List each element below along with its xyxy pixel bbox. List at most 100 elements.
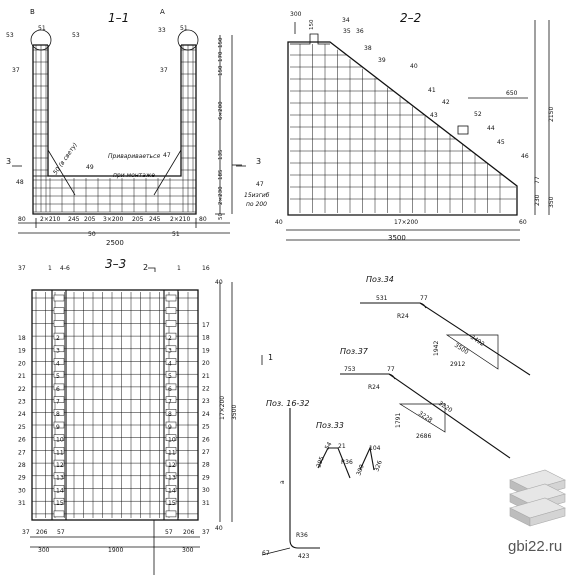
right-label-20: 20 [202, 360, 210, 367]
dim-40-22: 40 [275, 219, 283, 226]
inner-label-left-6: 6 [56, 386, 60, 393]
pos33-104: 104 [369, 445, 381, 452]
section-title-2-2: 2–2 [400, 11, 421, 25]
pos34-r24: R24 [397, 313, 409, 320]
inner-label-right-7: 7 [168, 399, 172, 406]
inner-label-right-15: 15 [168, 500, 176, 507]
right-label-28: 28 [202, 462, 210, 469]
left-label-24: 24 [18, 411, 26, 418]
pos33-title: Поз.33 [316, 421, 344, 430]
dim-b-205a: 205 [84, 216, 96, 223]
pos34-77: 77 [420, 295, 428, 302]
inner-label-right-13: 13 [168, 475, 176, 482]
note-weld-1: Привариваеться [108, 153, 160, 160]
label-37a: 37 [12, 67, 20, 74]
dim-b-2x210b: 2×210 [170, 216, 190, 223]
right-label-22: 22 [202, 386, 210, 393]
section-2-2 [232, 20, 550, 241]
label-37b: 37 [160, 67, 168, 74]
inner-label-left-10: 10 [56, 437, 64, 444]
inner-label-left-13: 13 [56, 475, 64, 482]
dim-b-2x210a: 2×210 [40, 216, 60, 223]
section-1-1 [12, 29, 246, 234]
pos37-title: Поз.37 [340, 347, 369, 356]
inner-label-left-9: 9 [56, 424, 60, 431]
label-35: 35 [343, 28, 351, 35]
pos37-1791: 1791 [395, 413, 402, 428]
dim-r-6x200: 6×200 [218, 101, 224, 120]
left-label-18: 18 [18, 335, 26, 342]
dim-b-51: 51 [172, 231, 180, 238]
dim-77: 77 [534, 176, 541, 184]
right-label-21: 21 [202, 373, 210, 380]
pos16-32-r36: R36 [296, 532, 308, 539]
label-53a: 53 [6, 32, 14, 39]
dim-17x200-33: 17×200 [219, 396, 226, 420]
dim-37b-33: 37 [202, 529, 210, 536]
label-38: 38 [364, 45, 372, 52]
right-label-30: 30 [202, 487, 210, 494]
inner-label-right-9: 9 [168, 424, 172, 431]
dim-57a-33: 57 [57, 529, 65, 536]
label-43: 43 [430, 112, 438, 119]
left-label-21: 21 [18, 373, 26, 380]
cut-marker-1: 1 [268, 353, 273, 362]
section-3-3 [30, 267, 263, 575]
dim-650: 650 [506, 90, 518, 97]
dim-b-50: 50 [88, 231, 96, 238]
label-53b: 53 [72, 32, 80, 39]
dim-total-3500: 3500 [388, 234, 406, 242]
dim-b-245a: 245 [68, 216, 80, 223]
pos33-326: 326 [373, 459, 384, 472]
pos33-21: 21 [338, 443, 346, 450]
dim-b-245b: 245 [149, 216, 161, 223]
inner-label-left-12: 12 [56, 462, 64, 469]
note-bends-2: по 200 [246, 201, 267, 208]
pos16-32-423: 423 [298, 553, 310, 560]
inner-label-right-2: 2 [168, 335, 172, 342]
bar-pos-16-32 [261, 408, 320, 556]
pos34-title: Поз.34 [366, 275, 394, 284]
left-label-22: 22 [18, 386, 26, 393]
label-46: 46 [521, 153, 529, 160]
pos37-2686: 2686 [416, 433, 431, 440]
pos37-753: 753 [344, 366, 356, 373]
label-47: 47 [163, 152, 171, 159]
inner-label-left-4: 4 [56, 360, 60, 367]
label-51b: 51 [180, 25, 188, 32]
dim-3500-33: 3500 [231, 405, 238, 420]
right-label-23: 23 [202, 398, 210, 405]
dim-37a-33: 37 [22, 529, 30, 536]
left-label-23: 23 [18, 399, 26, 406]
label-39: 39 [378, 57, 386, 64]
inner-label-right-4: 4 [168, 360, 172, 367]
dim-1900-33: 1900 [108, 547, 123, 554]
dim-40-33a: 40 [215, 279, 223, 286]
dim-17x200-22: 17×200 [394, 219, 418, 226]
pos34-1942: 1942 [433, 341, 440, 356]
label-4-6-33: 4-6 [60, 265, 70, 272]
inner-label-right-6: 6 [168, 386, 172, 393]
label-1a-33: 1 [48, 265, 52, 272]
label-33: 33 [158, 27, 166, 34]
dim-40-33b: 40 [215, 525, 223, 532]
pos34-2912: 2912 [450, 361, 465, 368]
label-42: 42 [442, 99, 450, 106]
inner-label-left-7: 7 [56, 399, 60, 406]
label-51a: 51 [38, 25, 46, 32]
inner-label-right-3: 3 [168, 348, 172, 355]
inner-label-right-8: 8 [168, 411, 172, 418]
right-label-27: 27 [202, 449, 210, 456]
left-label-31: 31 [18, 500, 26, 507]
label-34: 34 [342, 17, 350, 24]
right-label-31: 31 [202, 500, 210, 507]
dim-r-50: 50 [218, 213, 224, 220]
cut-marker-3-right: 3 [256, 157, 261, 166]
dim-total-2500: 2500 [106, 239, 124, 247]
dim-b-80a: 80 [18, 216, 26, 223]
inner-label-left-5: 5 [56, 373, 60, 380]
watermark-text: gbi22.ru [508, 538, 562, 555]
